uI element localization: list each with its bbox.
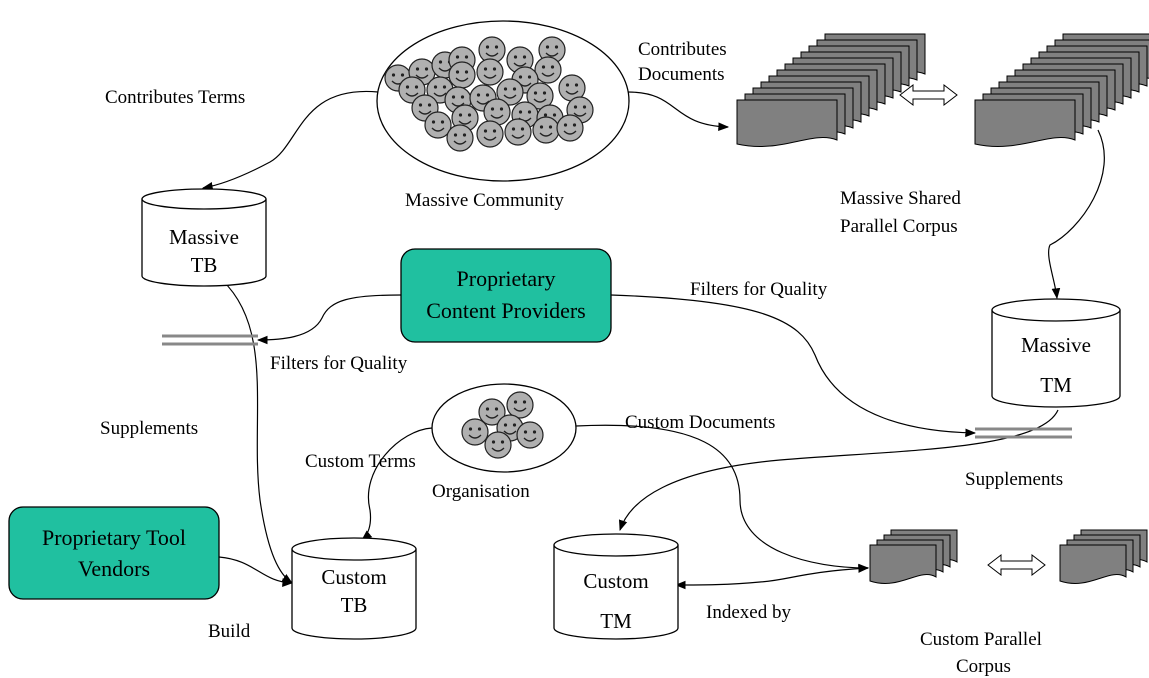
label-organisation: Organisation <box>432 481 530 502</box>
content-providers-label-1: Proprietary <box>457 266 556 291</box>
custom-tm-label-1: Custom <box>583 569 648 593</box>
label-build: Build <box>208 621 251 642</box>
tool-vendors-label-1: Proprietary Tool <box>42 525 186 550</box>
massive-corpus-double-arrow <box>899 83 958 107</box>
label-supplements-left: Supplements <box>100 418 198 439</box>
massive-tm-label-2: TM <box>1040 373 1072 397</box>
label-custom-corpus-2: Corpus <box>956 656 1011 677</box>
edge-custom-documents <box>575 424 870 573</box>
edge-contributes-documents <box>627 91 730 131</box>
custom-tb-label-2: TB <box>341 593 368 617</box>
edge-labels: Contributes Terms Contributes Documents … <box>100 39 1063 677</box>
edge-filter-left <box>256 294 402 345</box>
massive-tb-cylinder: Massive TB <box>141 188 267 287</box>
massive-tb-label-2: TB <box>191 253 218 277</box>
edge-corpus-to-tm <box>1048 129 1105 300</box>
label-massive-community: Massive Community <box>405 190 564 211</box>
label-contributes-terms: Contributes Terms <box>105 87 245 108</box>
document-page <box>974 99 1076 147</box>
massive-corpus-right-stack <box>974 33 1149 147</box>
edges <box>201 90 1105 590</box>
document-page <box>736 99 838 147</box>
label-custom-corpus-1: Custom Parallel <box>920 629 1042 650</box>
label-contributes-documents-2: Documents <box>638 64 725 85</box>
edge-indexed-by <box>674 564 870 590</box>
document-page <box>869 544 937 584</box>
custom-corpus-double-arrow <box>987 553 1046 577</box>
custom-tb-label-1: Custom <box>321 565 386 589</box>
massive-tm-cylinder: Massive TM <box>991 298 1121 408</box>
custom-corpus-right-stack <box>1059 529 1148 584</box>
massive-tb-label-1: Massive <box>169 225 239 249</box>
label-filters-quality-left: Filters for Quality <box>270 353 408 374</box>
document-page <box>1059 544 1127 584</box>
label-supplements-right: Supplements <box>965 469 1063 490</box>
content-providers-label-2: Content Providers <box>426 298 586 323</box>
edge-build <box>218 556 294 587</box>
label-indexed-by: Indexed by <box>706 602 791 623</box>
custom-tm-label-2: TM <box>600 609 632 633</box>
edge-filter-right <box>610 294 977 438</box>
custom-tb-cylinder: Custom TB <box>291 537 417 640</box>
edge-tb-supplements <box>221 279 293 584</box>
content-providers-box: Proprietary Content Providers <box>400 248 612 343</box>
edge-contributes-terms <box>201 90 379 191</box>
massive-community-node <box>376 20 630 182</box>
custom-tm-cylinder: Custom TM <box>553 533 679 640</box>
massive-corpus-left-stack <box>736 33 926 147</box>
edge-tm-supplements <box>618 409 1059 532</box>
label-massive-corpus-1: Massive Shared <box>840 188 961 209</box>
filter-right <box>975 427 1072 439</box>
edge-custom-terms <box>361 427 433 541</box>
massive-tm-label-1: Massive <box>1021 333 1091 357</box>
label-custom-terms: Custom Terms <box>305 451 416 472</box>
label-filters-quality-top: Filters for Quality <box>690 279 828 300</box>
label-custom-documents: Custom Documents <box>625 412 775 433</box>
custom-corpus-left-stack <box>869 529 958 584</box>
tool-vendors-label-2: Vendors <box>78 556 150 581</box>
organisation-node <box>431 383 577 473</box>
label-contributes-documents-1: Contributes <box>638 39 727 60</box>
label-massive-corpus-2: Parallel Corpus <box>840 216 958 237</box>
tool-vendors-box: Proprietary Tool Vendors <box>8 506 220 600</box>
filter-left <box>162 334 258 346</box>
